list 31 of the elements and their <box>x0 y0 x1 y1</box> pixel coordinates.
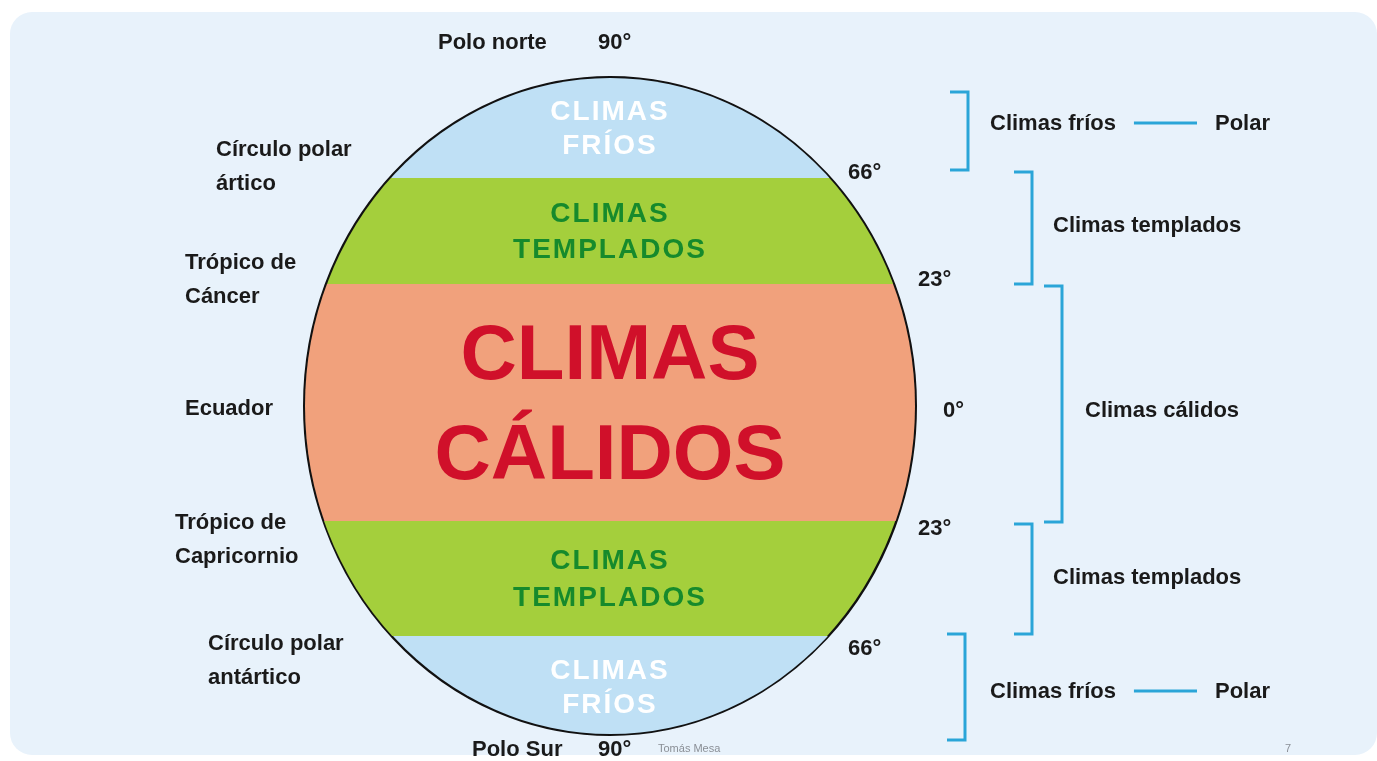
climate-type-label: Climas fríos <box>990 678 1116 704</box>
climate-type-label: Polar <box>1215 110 1271 136</box>
latitude-name: Trópico de Capricornio <box>175 507 300 570</box>
pole-label: Polo norte <box>438 27 547 56</box>
climate-group-label: Climas templados <box>1053 210 1242 239</box>
latitude-name: Círculo polar ártico <box>216 134 353 197</box>
zone-title: CLIMAS FRÍOS <box>549 94 671 162</box>
latitude-name: Ecuador <box>185 393 274 422</box>
latitude-name: Trópico de Cáncer <box>185 247 298 310</box>
climate-group-label: Climas templados <box>1053 562 1242 591</box>
latitude-degree: 66° <box>848 633 882 662</box>
latitude-degree: 23° <box>918 264 952 293</box>
latitude-name: Círculo polar antártico <box>208 628 345 691</box>
zone-title: CLIMAS TEMPLADOS <box>512 543 708 614</box>
slide-number: 7 <box>1285 742 1292 756</box>
latitude-degree: 90° <box>598 737 632 761</box>
climate-type-label: Polar <box>1215 678 1271 704</box>
zone-title: CLIMAS CÁLIDOS <box>433 306 787 498</box>
latitude-degree: 90° <box>598 27 632 56</box>
latitude-degree: 66° <box>848 157 882 186</box>
latitude-degree: 23° <box>918 513 952 542</box>
latitude-degree: 0° <box>943 395 965 424</box>
connector-line <box>1133 121 1197 125</box>
author-name: Tomás Mesa <box>658 742 721 756</box>
zone-title: CLIMAS TEMPLADOS <box>512 195 708 266</box>
climate-group-label: Climas cálidos <box>1085 395 1240 424</box>
connector-line <box>1133 689 1197 693</box>
climate-band <box>305 284 915 521</box>
climate-type-label: Climas fríos <box>990 110 1116 136</box>
pole-label: Polo Sur <box>472 737 563 761</box>
zone-title: CLIMAS FRÍOS <box>549 653 671 721</box>
